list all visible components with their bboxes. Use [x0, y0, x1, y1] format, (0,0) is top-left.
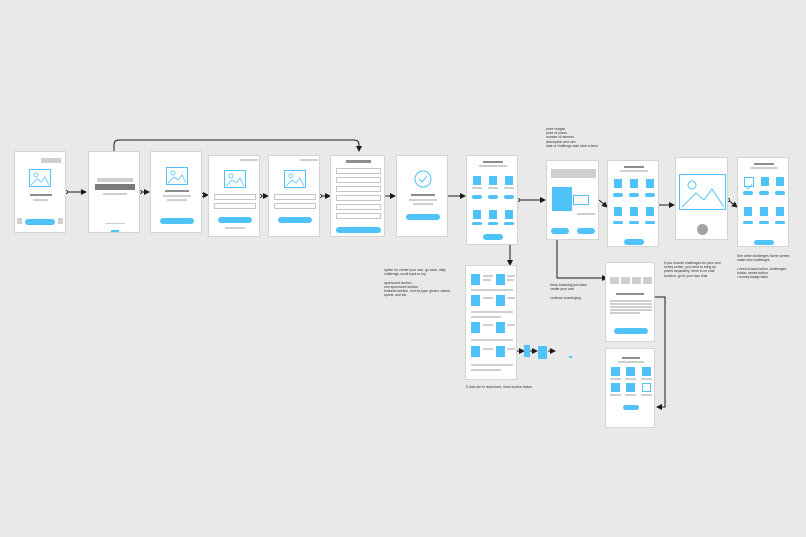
check-circle-icon — [414, 170, 432, 193]
login-button[interactable] — [278, 217, 312, 223]
arrow-9-10 — [598, 199, 608, 208]
note-keep-browsing: Keep browsing join back create your own … — [550, 283, 587, 300]
form-field[interactable] — [336, 213, 381, 219]
screen-challenge-detail — [605, 262, 655, 342]
screen-image-view — [675, 157, 728, 240]
image-placeholder-icon — [284, 170, 306, 188]
more-button[interactable] — [624, 239, 644, 245]
image-placeholder-icon — [224, 170, 246, 188]
image-placeholder-icon — [642, 383, 651, 392]
note-create-own: option for create your own, go back, dai… — [384, 268, 452, 298]
note-prize-info: prize images price of prizes number of w… — [546, 127, 599, 148]
image-placeholder-icon — [29, 169, 51, 187]
image-placeholder-icon — [166, 167, 188, 185]
form-field[interactable] — [336, 177, 381, 183]
note-other-challenges: See other challenges home screen, make n… — [737, 254, 791, 280]
check-icon — [744, 177, 754, 190]
prize-image — [552, 187, 572, 211]
screen-home — [466, 155, 518, 245]
note-include-challenges: If you include challenges for your own h… — [664, 261, 721, 278]
submit-button[interactable] — [336, 227, 381, 233]
screen-prize — [546, 160, 599, 240]
screen-other-challenges — [737, 157, 789, 247]
get-started-button[interactable] — [25, 219, 55, 225]
loop-arrow-top — [113, 139, 362, 152]
create-button[interactable] — [623, 405, 639, 410]
list-item-detail[interactable] — [538, 346, 547, 359]
email-field[interactable] — [214, 194, 256, 200]
screen-login — [268, 155, 320, 237]
screen-own-challenges — [605, 348, 655, 428]
form-field[interactable] — [336, 168, 381, 174]
join-button[interactable] — [551, 228, 569, 234]
screen-challenge-list — [465, 265, 517, 380]
browse-button[interactable] — [483, 234, 503, 240]
password-field[interactable] — [214, 203, 256, 209]
signup-button[interactable] — [218, 217, 252, 223]
list-item-detail[interactable] — [524, 345, 530, 357]
screen-splash — [14, 151, 66, 233]
screen-loading — [88, 151, 140, 233]
screen-challenges — [607, 160, 659, 247]
screen-signup — [208, 155, 260, 237]
avatar — [697, 224, 708, 235]
new-challenge-button[interactable] — [754, 240, 774, 245]
screen-onboarding-1 — [150, 151, 202, 233]
username-field[interactable] — [274, 194, 316, 200]
arrow-prize-to-detail — [556, 232, 608, 281]
note-dots: 5 dots are to read more, need a price bu… — [466, 385, 533, 389]
password-field[interactable] — [274, 203, 316, 209]
form-field[interactable] — [336, 186, 381, 192]
back-button[interactable] — [577, 228, 595, 234]
form-field[interactable] — [336, 204, 381, 210]
screen-success — [396, 155, 448, 237]
arrow-detail-to-own — [655, 296, 666, 410]
continue-button[interactable] — [406, 214, 440, 220]
form-field[interactable] — [336, 195, 381, 201]
accept-button[interactable] — [614, 328, 648, 334]
screen-profile-form — [330, 155, 385, 237]
next-button[interactable] — [160, 218, 194, 224]
image-placeholder-icon — [679, 174, 726, 210]
